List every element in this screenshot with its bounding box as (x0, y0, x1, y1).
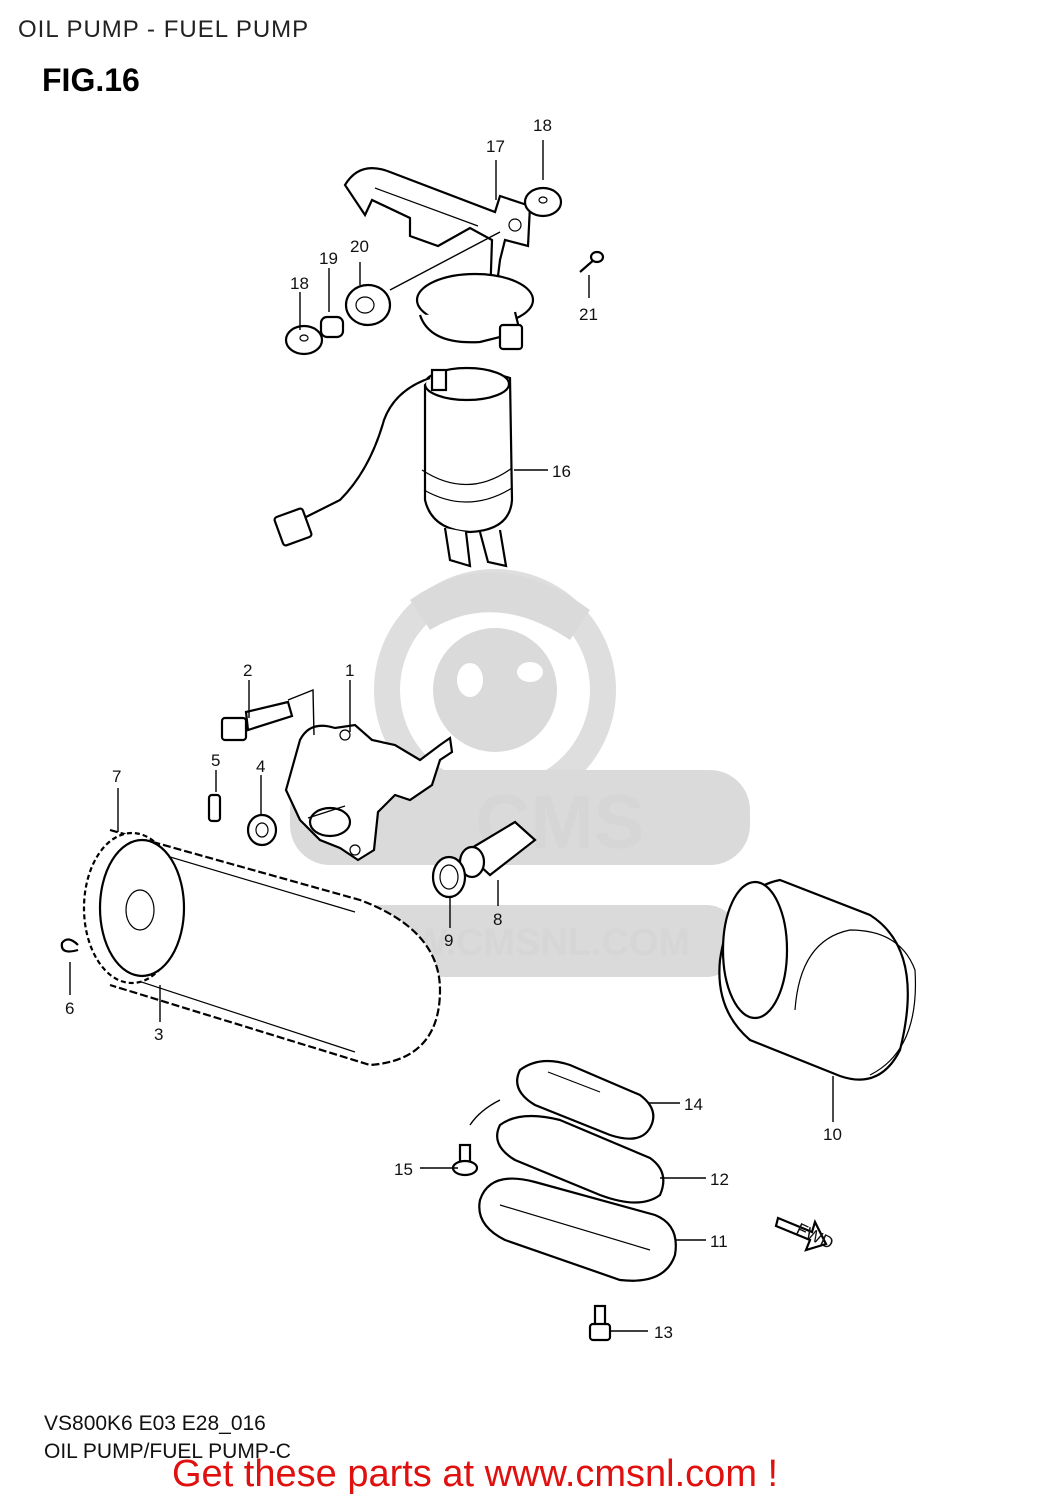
spacer-collar[interactable] (319, 315, 345, 339)
dowel-pin[interactable] (207, 793, 222, 823)
callout-12: 12 (710, 1170, 729, 1189)
oil-pan-cover-plate[interactable] (516, 1059, 655, 1140)
callout-17: 17 (486, 137, 505, 156)
strainer-o-ring[interactable] (431, 855, 467, 899)
fuel-pump[interactable] (273, 366, 514, 568)
oil-pan[interactable] (478, 1177, 677, 1282)
callout-21: 21 (579, 305, 598, 324)
page-title: OIL PUMP - FUEL PUMP (18, 16, 310, 43)
callout-1: 1 (345, 661, 354, 680)
oil-pan-screw[interactable] (451, 1143, 479, 1177)
callout-6: 6 (65, 999, 74, 1018)
callout-19: 19 (319, 249, 338, 268)
bracket-screw[interactable] (579, 250, 605, 273)
oil-filter[interactable] (718, 878, 917, 1081)
oil-pan-gasket[interactable] (496, 1114, 665, 1204)
forward-direction-badge: FWD (774, 1216, 836, 1253)
callout-5: 5 (211, 751, 220, 770)
callout-16: 16 (552, 462, 571, 481)
callout-4: 4 (256, 757, 265, 776)
callout-8: 8 (493, 910, 502, 929)
watermark-mascot-face (433, 628, 557, 752)
oil-pump-drive-chain[interactable] (109, 828, 442, 1067)
callout-15: 15 (394, 1160, 413, 1179)
oil-pump[interactable] (284, 723, 454, 862)
oil-pan-bolt[interactable] (588, 1304, 612, 1342)
figure-label: FIG.16 (42, 62, 140, 98)
watermark-mascot-eye (457, 663, 483, 697)
rubber-washer-left[interactable] (284, 324, 324, 356)
watermark-mascot-eye (517, 662, 543, 682)
callout-13: 13 (654, 1323, 673, 1342)
callout-10: 10 (823, 1125, 842, 1144)
callout-18: 18 (533, 116, 552, 135)
rubber-washer-top[interactable] (523, 186, 563, 218)
callout-2: 2 (243, 661, 252, 680)
oil-pump-o-ring[interactable] (246, 813, 278, 847)
callout-3: 3 (154, 1025, 163, 1044)
oil-pump-bolt[interactable] (220, 700, 294, 742)
circlip[interactable] (60, 938, 79, 953)
cms-watermark: CMS WWW.CMSNL.COM (290, 569, 750, 977)
callout-9: 9 (444, 931, 453, 950)
oil-pump-driven-gear[interactable] (82, 831, 186, 985)
callout-11: 11 (710, 1232, 728, 1251)
callout-14: 14 (684, 1095, 703, 1114)
oil-strainer[interactable] (458, 820, 537, 879)
diagram-code: VS800K6 E03 E28_016 (44, 1412, 266, 1435)
callout-7: 7 (112, 767, 121, 786)
callout-leaders (69, 140, 834, 1332)
promo-link[interactable]: Get these parts at www.cmsnl.com ! (172, 1453, 779, 1495)
diagram-subcode: OIL PUMP/FUEL PUMP-C (44, 1440, 291, 1463)
callout-18: 18 (290, 274, 309, 293)
fuel-pump-clamp[interactable] (415, 272, 535, 351)
rubber-cushion[interactable] (344, 283, 392, 327)
watermark-mascot-helmet (410, 572, 590, 640)
callout-20: 20 (350, 237, 369, 256)
